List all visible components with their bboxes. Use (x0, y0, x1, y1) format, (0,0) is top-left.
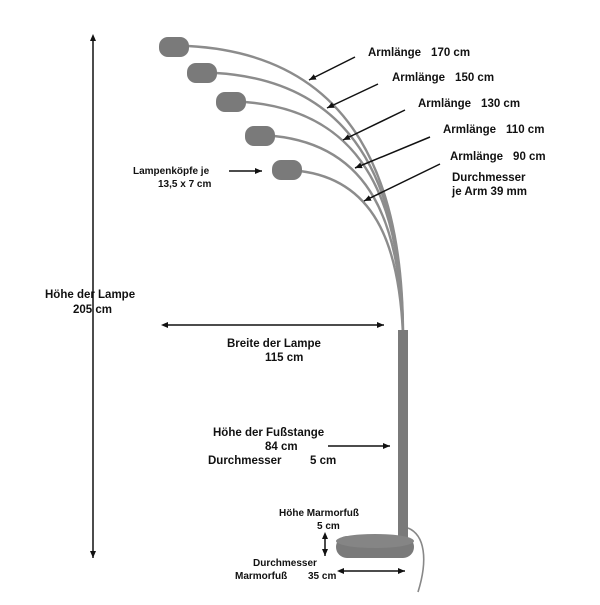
arm-90 (299, 169, 405, 336)
base-height-value: 5 cm (317, 521, 340, 532)
lamp-heads-value: 13,5 x 7 cm (158, 179, 211, 190)
base-diameter-label-2: Marmorfuß (235, 571, 287, 582)
lamp-head (245, 126, 275, 146)
marble-base-top (336, 534, 414, 548)
lamp-head (216, 92, 246, 112)
pole-diameter-value: 5 cm (310, 455, 336, 467)
lamp-head (187, 63, 217, 83)
lamp-head (159, 37, 189, 57)
lamp-heads (159, 37, 302, 180)
pole-height-value: 84 cm (265, 441, 298, 453)
base-diameter-value: 35 cm (308, 571, 336, 582)
base-diameter-label: Durchmesser (253, 558, 317, 569)
power-cord (407, 527, 425, 593)
lamp-height-value: 205 cm (73, 304, 112, 316)
lamp-head (272, 160, 302, 180)
arm-diameter-value: je Arm 39 mm (451, 186, 527, 198)
lamp-heads-label: Lampenköpfe je (133, 166, 210, 177)
arm-diameter-label: Durchmesser (452, 172, 526, 184)
dimension-arrows (90, 34, 441, 574)
pole-height-label: Höhe der Fußstange (213, 427, 324, 439)
lamp-height-label: Höhe der Lampe (45, 289, 135, 301)
arm-150 (215, 71, 405, 336)
base-height-label: Höhe Marmorfuß (279, 508, 359, 519)
pole-diameter-label: Durchmesser (208, 455, 282, 467)
lamp-width-value: 115 cm (265, 352, 303, 364)
lamp-width-label: Breite der Lampe (227, 338, 321, 350)
lamp-arms (187, 44, 405, 336)
floor-pole (398, 330, 408, 542)
